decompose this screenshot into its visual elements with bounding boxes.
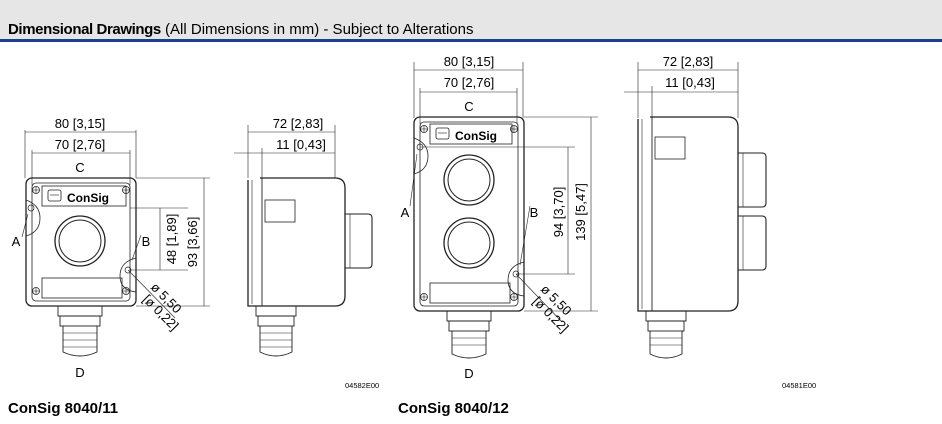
dim-lip-2: 11 [0,43] <box>665 75 715 90</box>
label-a: A <box>12 234 21 249</box>
dim-height-2: 139 [5,47] <box>573 183 588 241</box>
front-view-8040-12: 80 [3,15] 70 [2,76] C ConSig D A <box>401 54 598 381</box>
dim-hole-spacing: 48 [1,89] <box>164 214 179 265</box>
drawing-code-right: 04581E00 <box>782 381 817 390</box>
dim-depth-2: 72 [2,83] <box>663 54 714 69</box>
label-d-2: D <box>464 366 473 381</box>
side-view-8040-11: 72 [2,83] 11 [0,43] <box>234 116 373 357</box>
label-b: B <box>142 234 151 249</box>
dimensional-drawing: 80 [3,15] 70 [2,76] C ConSig <box>12 54 767 381</box>
brand-label-2: ConSig <box>455 129 497 143</box>
dim-inner-width-2: 70 [2,76] <box>444 75 495 90</box>
section-title: Dimensional Drawings (All Dimensions in … <box>8 21 473 38</box>
dim-width-2: 80 [3,15] <box>444 54 495 69</box>
title-bold: Dimensional Drawings <box>8 21 161 38</box>
front-view-8040-11: 80 [3,15] 70 [2,76] C ConSig <box>12 116 210 380</box>
dim-lip: 11 [0,43] <box>276 137 326 152</box>
title-rest: (All Dimensions in mm) - Subject to Alte… <box>160 21 474 38</box>
dim-inner-width: 70 [2,76] <box>55 137 106 152</box>
label-a-2: A <box>401 205 410 220</box>
side-view-8040-12: 72 [2,83] 11 [0,43] <box>624 54 767 359</box>
model-caption-left: ConSig 8040/11 <box>8 400 119 417</box>
model-caption-right: ConSig 8040/12 <box>398 400 509 417</box>
section-header: Dimensional Drawings (All Dimensions in … <box>0 0 942 42</box>
label-d: D <box>75 365 84 380</box>
label-c: C <box>75 160 84 175</box>
dim-hole-spacing-2: 94 [3,70] <box>551 187 566 238</box>
dim-width: 80 [3,15] <box>55 116 106 131</box>
dim-height: 93 [3,66] <box>185 217 200 268</box>
dim-depth: 72 [2,83] <box>273 116 324 131</box>
brand-label: ConSig <box>67 191 109 205</box>
label-c-2: C <box>464 99 473 114</box>
label-b-2: B <box>530 205 539 220</box>
drawing-code-left: 04582E00 <box>345 381 380 390</box>
